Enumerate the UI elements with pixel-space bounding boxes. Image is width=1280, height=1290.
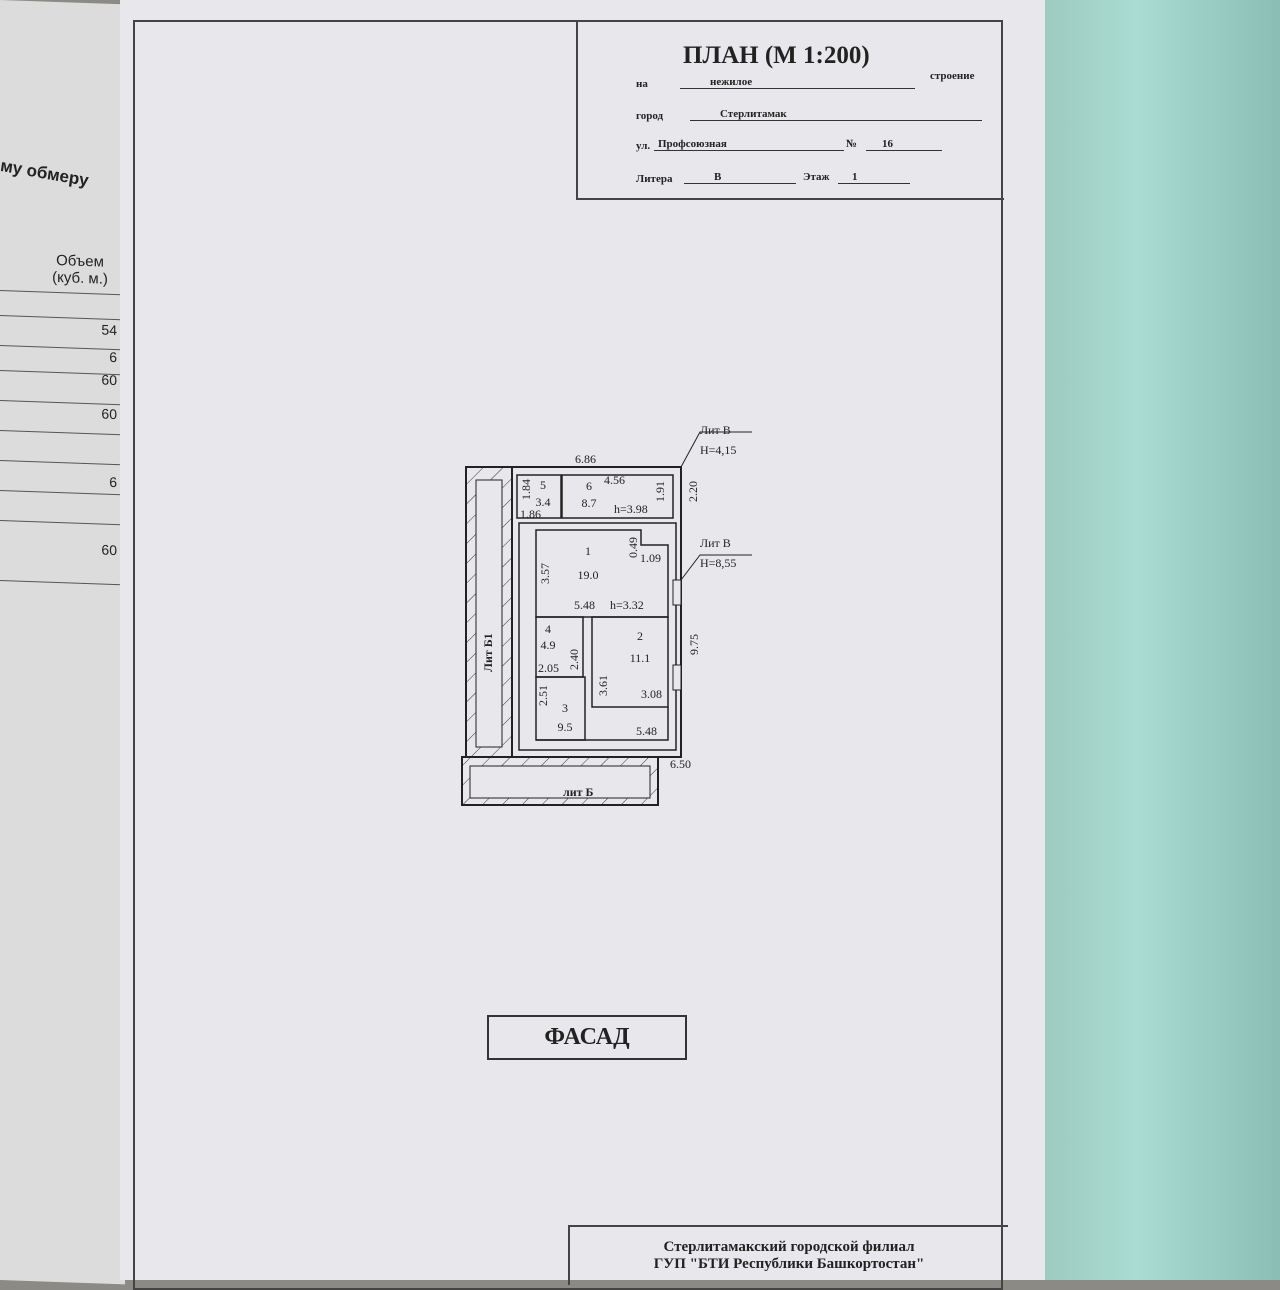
- lit-v-label: Лит В: [700, 423, 731, 437]
- room-5: [516, 474, 562, 519]
- stamp-line: ГУП "БТИ Республики Башкортостан": [653, 1256, 925, 1272]
- plastic-sleeves: [1040, 0, 1280, 1280]
- stamp-line: Стерлитамакский городской филиал: [663, 1239, 915, 1255]
- purpose-value: нежилое: [680, 76, 915, 89]
- dim: 6.86: [575, 452, 596, 466]
- number-value: 16: [866, 138, 942, 151]
- litera-value: В: [684, 171, 796, 184]
- room-2: [591, 616, 669, 708]
- dim: 3.08: [641, 687, 662, 701]
- label: №: [846, 138, 858, 150]
- dim: 2.20: [686, 481, 700, 502]
- room-area: 11.1: [630, 651, 651, 665]
- room-area: 4.9: [541, 638, 556, 652]
- label: ул.: [636, 140, 651, 152]
- dim: 3.57: [538, 563, 552, 584]
- dim: 6.50: [670, 757, 691, 771]
- street-value: Профсоюзная: [654, 138, 844, 151]
- label: Этаж: [803, 171, 830, 183]
- room-number: 6: [586, 479, 592, 493]
- label: Литера: [636, 173, 673, 185]
- lit-b-label: лит Б: [563, 785, 594, 799]
- dim: h=3.98: [614, 502, 648, 516]
- dim: 5.48: [574, 598, 595, 612]
- facade-label: ФАСАД: [487, 1015, 687, 1060]
- label: на: [636, 78, 648, 90]
- height-label: Н=4,15: [700, 443, 736, 457]
- room-area: 3.4: [536, 495, 551, 509]
- floor-value: 1: [838, 171, 910, 184]
- city-value: Стерлитамак: [690, 108, 982, 121]
- dim: 2.05: [538, 661, 559, 675]
- building-outline: [511, 466, 682, 758]
- dim: 1.09: [640, 551, 661, 565]
- lit-v-label: Лит В: [700, 536, 731, 550]
- dim: 3.61: [596, 675, 610, 696]
- room-1: [535, 529, 669, 618]
- label: город: [636, 110, 664, 122]
- dim: 0.49: [626, 537, 640, 558]
- label: строение: [930, 70, 975, 82]
- room-number: 1: [585, 544, 591, 558]
- dim: 1.91: [653, 481, 667, 502]
- height-label: Н=8,55: [700, 556, 736, 570]
- lit-b1-label: Лит Б1: [481, 633, 495, 672]
- dim: 5.48: [636, 724, 657, 738]
- dim: 4.56: [604, 473, 625, 487]
- room-6: [561, 474, 674, 519]
- room-area: 9.5: [558, 720, 573, 734]
- dim: 9.75: [687, 634, 701, 655]
- dim: 1.84: [519, 479, 533, 500]
- room-number: 5: [540, 478, 546, 492]
- room-number: 2: [637, 629, 643, 643]
- title-block: ПЛАН (М 1:200) на нежилое строение город…: [576, 20, 1004, 200]
- room-number: 3: [562, 701, 568, 715]
- dim: 2.51: [536, 685, 550, 706]
- dim: h=3.32: [610, 598, 644, 612]
- room-area: 8.7: [582, 496, 597, 510]
- organization-stamp: Стерлитамакский городской филиал ГУП "БТ…: [568, 1225, 1008, 1285]
- dim: 2.40: [567, 649, 581, 670]
- room-area: 19.0: [578, 568, 599, 582]
- plan-title: ПЛАН (М 1:200): [683, 42, 870, 69]
- room-number: 4: [545, 622, 551, 636]
- dim: 1.86: [520, 507, 541, 521]
